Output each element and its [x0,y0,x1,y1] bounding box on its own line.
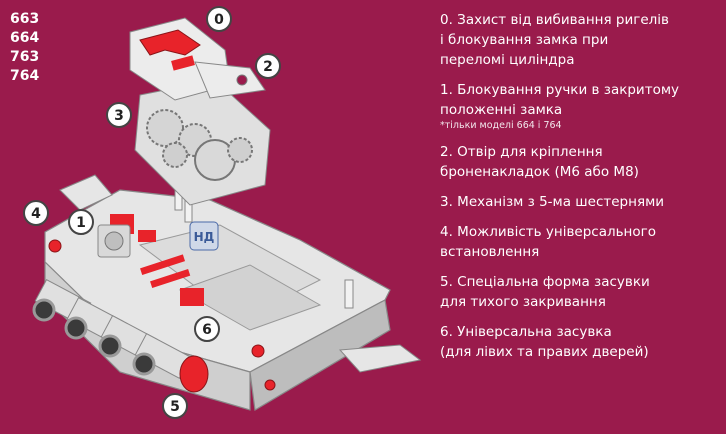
legend-0-line-2: і блокування замка при [440,32,609,48]
cylinder-hole [104,231,124,251]
badge-6-label: 6 [202,322,212,338]
badge-2-label: 2 [263,59,273,75]
badge-0: 0 [206,6,232,32]
model-763: 763 [10,49,40,65]
model-663: 663 [10,11,40,27]
badge-5-label: 5 [170,399,180,415]
model-list: 663 664 763 764 [10,10,39,86]
watermark-text: НД [194,230,215,244]
model-664: 664 [10,30,40,46]
red-slot-part [171,55,195,71]
badge-1: 1 [68,209,94,235]
legend-1-line-1: 1. Блокування ручки в закритому [440,82,680,98]
bolt-rods [32,278,192,380]
legend-4-line-2: встановлення [440,244,540,260]
strike-tab [338,344,422,373]
badge-4: 4 [23,200,49,226]
red-anti-break-part [139,29,201,56]
legend-3-line-1: 3. Механізм з 5-ма шестернями [440,194,665,210]
badge-1-label: 1 [76,215,86,231]
legend-6-line-1: 6. Універсальна засувка [440,324,612,340]
legend-1-note: *тільки моделі 664 і 764 [440,120,562,131]
model-764: 764 [10,68,40,84]
legend-2-line-2: броненакладок (М6 або М8) [440,164,639,180]
legend-item-0: 0. Захист від вибивання ригелів і блокув… [440,10,720,70]
arm-hole [236,74,248,86]
legend-0-line-3: переломі циліндра [440,52,575,68]
legend-4-line-1: 4. Можливість універсального [440,224,656,240]
legend-item-4: 4. Можливість універсального встановленн… [440,222,720,262]
arm-plate [194,61,266,99]
gear-4 [162,142,188,168]
bolt-rod [132,332,192,380]
legend-item-3: 3. Механізм з 5-ма шестернями [440,192,720,212]
badge-2: 2 [255,53,281,79]
badge-3: 3 [106,102,132,128]
legend-item-2: 2. Отвір для кріплення броненакладок (М6… [440,142,720,182]
legend-5-line-2: для тихого закривання [440,294,606,310]
badge-4-label: 4 [31,206,41,222]
red-post-2 [251,344,265,358]
legend-item-5: 5. Спеціальна форма засувки для тихого з… [440,272,720,312]
red-bar-1 [140,254,186,275]
gear-1 [146,109,184,147]
legend-5-line-1: 5. Спеціальна форма засувки [440,274,650,290]
badge-3-label: 3 [114,108,124,124]
badge-6: 6 [194,316,220,342]
watermark-logo: НД [189,221,219,251]
red-post-3 [264,379,276,391]
red-post-1 [48,239,62,253]
legend-2-line-1: 2. Отвір для кріплення [440,144,603,160]
legend-item-6: 6. Універсальна засувка (для лівих та пр… [440,322,720,362]
legend-0-line-1: 0. Захист від вибивання ригелів [440,12,669,28]
badge-0-label: 0 [214,12,224,28]
post-1 [344,279,354,309]
gear-5 [227,137,253,163]
badge-5: 5 [162,393,188,419]
legend-6-line-2: (для лівих та правих дверей) [440,344,649,360]
mounting-tab [59,174,113,211]
features-legend: 0. Захист від вибивання ригелів і блокув… [440,10,720,372]
lock-body-end [249,299,391,411]
red-latch [179,355,209,393]
slider-plate [178,264,322,331]
gear-assembly [146,109,253,181]
legend-item-1: 1. Блокування ручки в закритому положенн… [440,80,720,132]
lock-illustration: НД 0 1 2 3 4 5 6 [23,6,422,419]
legend-1-line-2: положенні замка [440,102,563,118]
red-bar-2 [150,268,191,288]
red-block-center [180,288,204,306]
red-block-right [138,230,156,242]
